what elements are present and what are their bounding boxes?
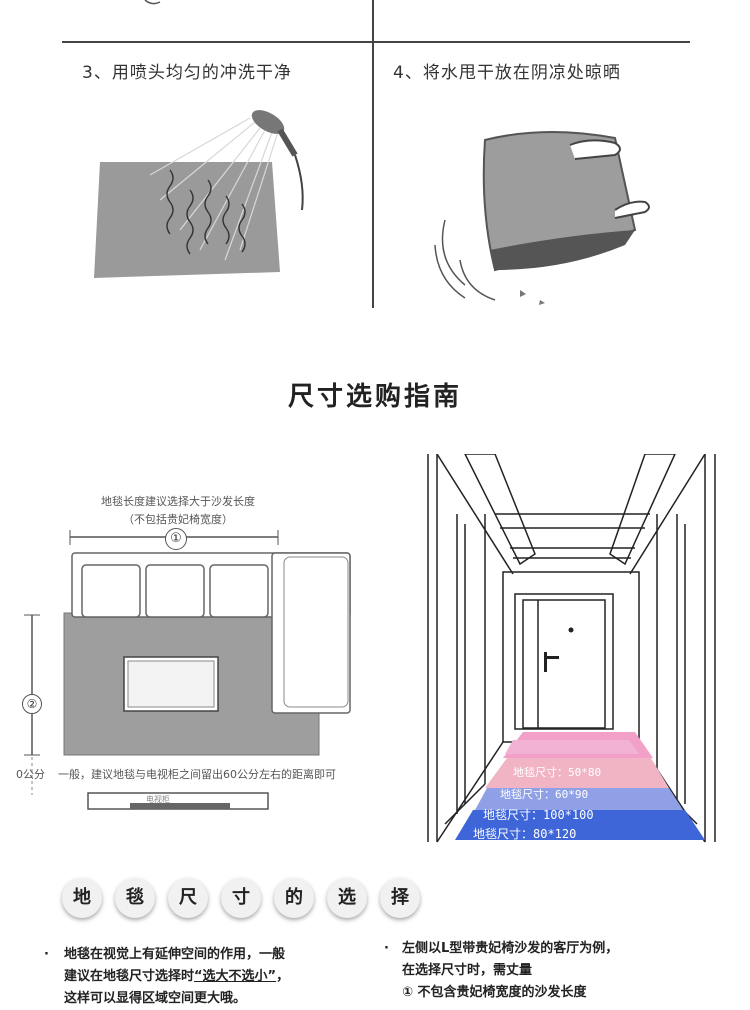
- rug-size-3: [455, 810, 705, 840]
- rug-size-label-0: 地毯尺寸：50*80: [513, 766, 602, 779]
- selection-heading: 地毯尺寸的选择: [62, 878, 433, 918]
- marker-2: ②: [22, 694, 42, 714]
- marker-1: ①: [165, 528, 187, 550]
- distance-note: 一般，建议地毯与电视柜之间留出60公分左右的距离即可: [58, 768, 336, 781]
- rug-size-label-2: 地毯尺寸：100*100: [483, 808, 594, 822]
- living-room-diagram: [24, 530, 351, 810]
- steps-grid-top-vline: [372, 0, 374, 42]
- steps-grid-bottom-vline: [372, 42, 374, 308]
- size-guide-title: 尺寸选购指南: [287, 382, 462, 412]
- steps-grid-hline: [62, 41, 690, 43]
- bullet-dot-left: ·: [44, 947, 49, 962]
- right-tip-line2: 在选择尺寸时，需丈量: [402, 963, 533, 978]
- diagram-note-line2: （不包括贵妃椅宽度）: [123, 513, 233, 526]
- tv-cabinet-label: 电视柜: [146, 795, 170, 804]
- distance-unit: 0公分: [16, 768, 45, 781]
- left-tip-line2: 建议在地毯尺寸选择时“选大不选小”，: [64, 966, 289, 988]
- drying-illustration: [434, 131, 650, 305]
- left-tip-emphasis: “选大不选小”: [194, 969, 277, 984]
- selection-heading-char: 的: [274, 878, 314, 918]
- right-tip-line1: 左侧以L型带贵妃椅沙发的客厅为例，: [402, 941, 619, 956]
- diagram-note-line1: 地毯长度建议选择大于沙发长度: [101, 495, 255, 508]
- step-4-label: 4、将水甩干放在阴凉处晾晒: [393, 63, 621, 83]
- selection-heading-char: 择: [380, 878, 420, 918]
- left-tip-line2-post: ，: [276, 969, 290, 984]
- selection-heading-char: 选: [327, 878, 367, 918]
- rinse-illustration: [94, 110, 304, 278]
- left-tip-line1: 地毯在视觉上有延伸空间的作用，一般: [64, 947, 286, 962]
- rug-size-2: [475, 788, 683, 810]
- right-tip-line3: ① 不包含贵妃椅宽度的沙发长度: [402, 985, 587, 1000]
- selection-heading-char: 寸: [221, 878, 261, 918]
- rug-size-1: [485, 758, 669, 788]
- left-tip-line2-pre: 建议在地毯尺寸选择时: [64, 969, 195, 984]
- selection-heading-char: 尺: [168, 878, 208, 918]
- top-illustration-fragment: [144, 0, 161, 5]
- rug-size-label-1: 地毯尺寸：60*90: [500, 788, 589, 801]
- hallway-illustration: [427, 454, 716, 843]
- left-tip-line3: 这样可以显得区域空间更大哦。: [64, 991, 247, 1006]
- selection-heading-char: 地: [62, 878, 102, 918]
- selection-heading-char: 毯: [115, 878, 155, 918]
- bullet-dot-right: ·: [384, 941, 389, 956]
- step-3-label: 3、用喷头均匀的冲洗干净: [82, 63, 292, 83]
- rug-size-label-3: 地毯尺寸：80*120: [473, 827, 577, 841]
